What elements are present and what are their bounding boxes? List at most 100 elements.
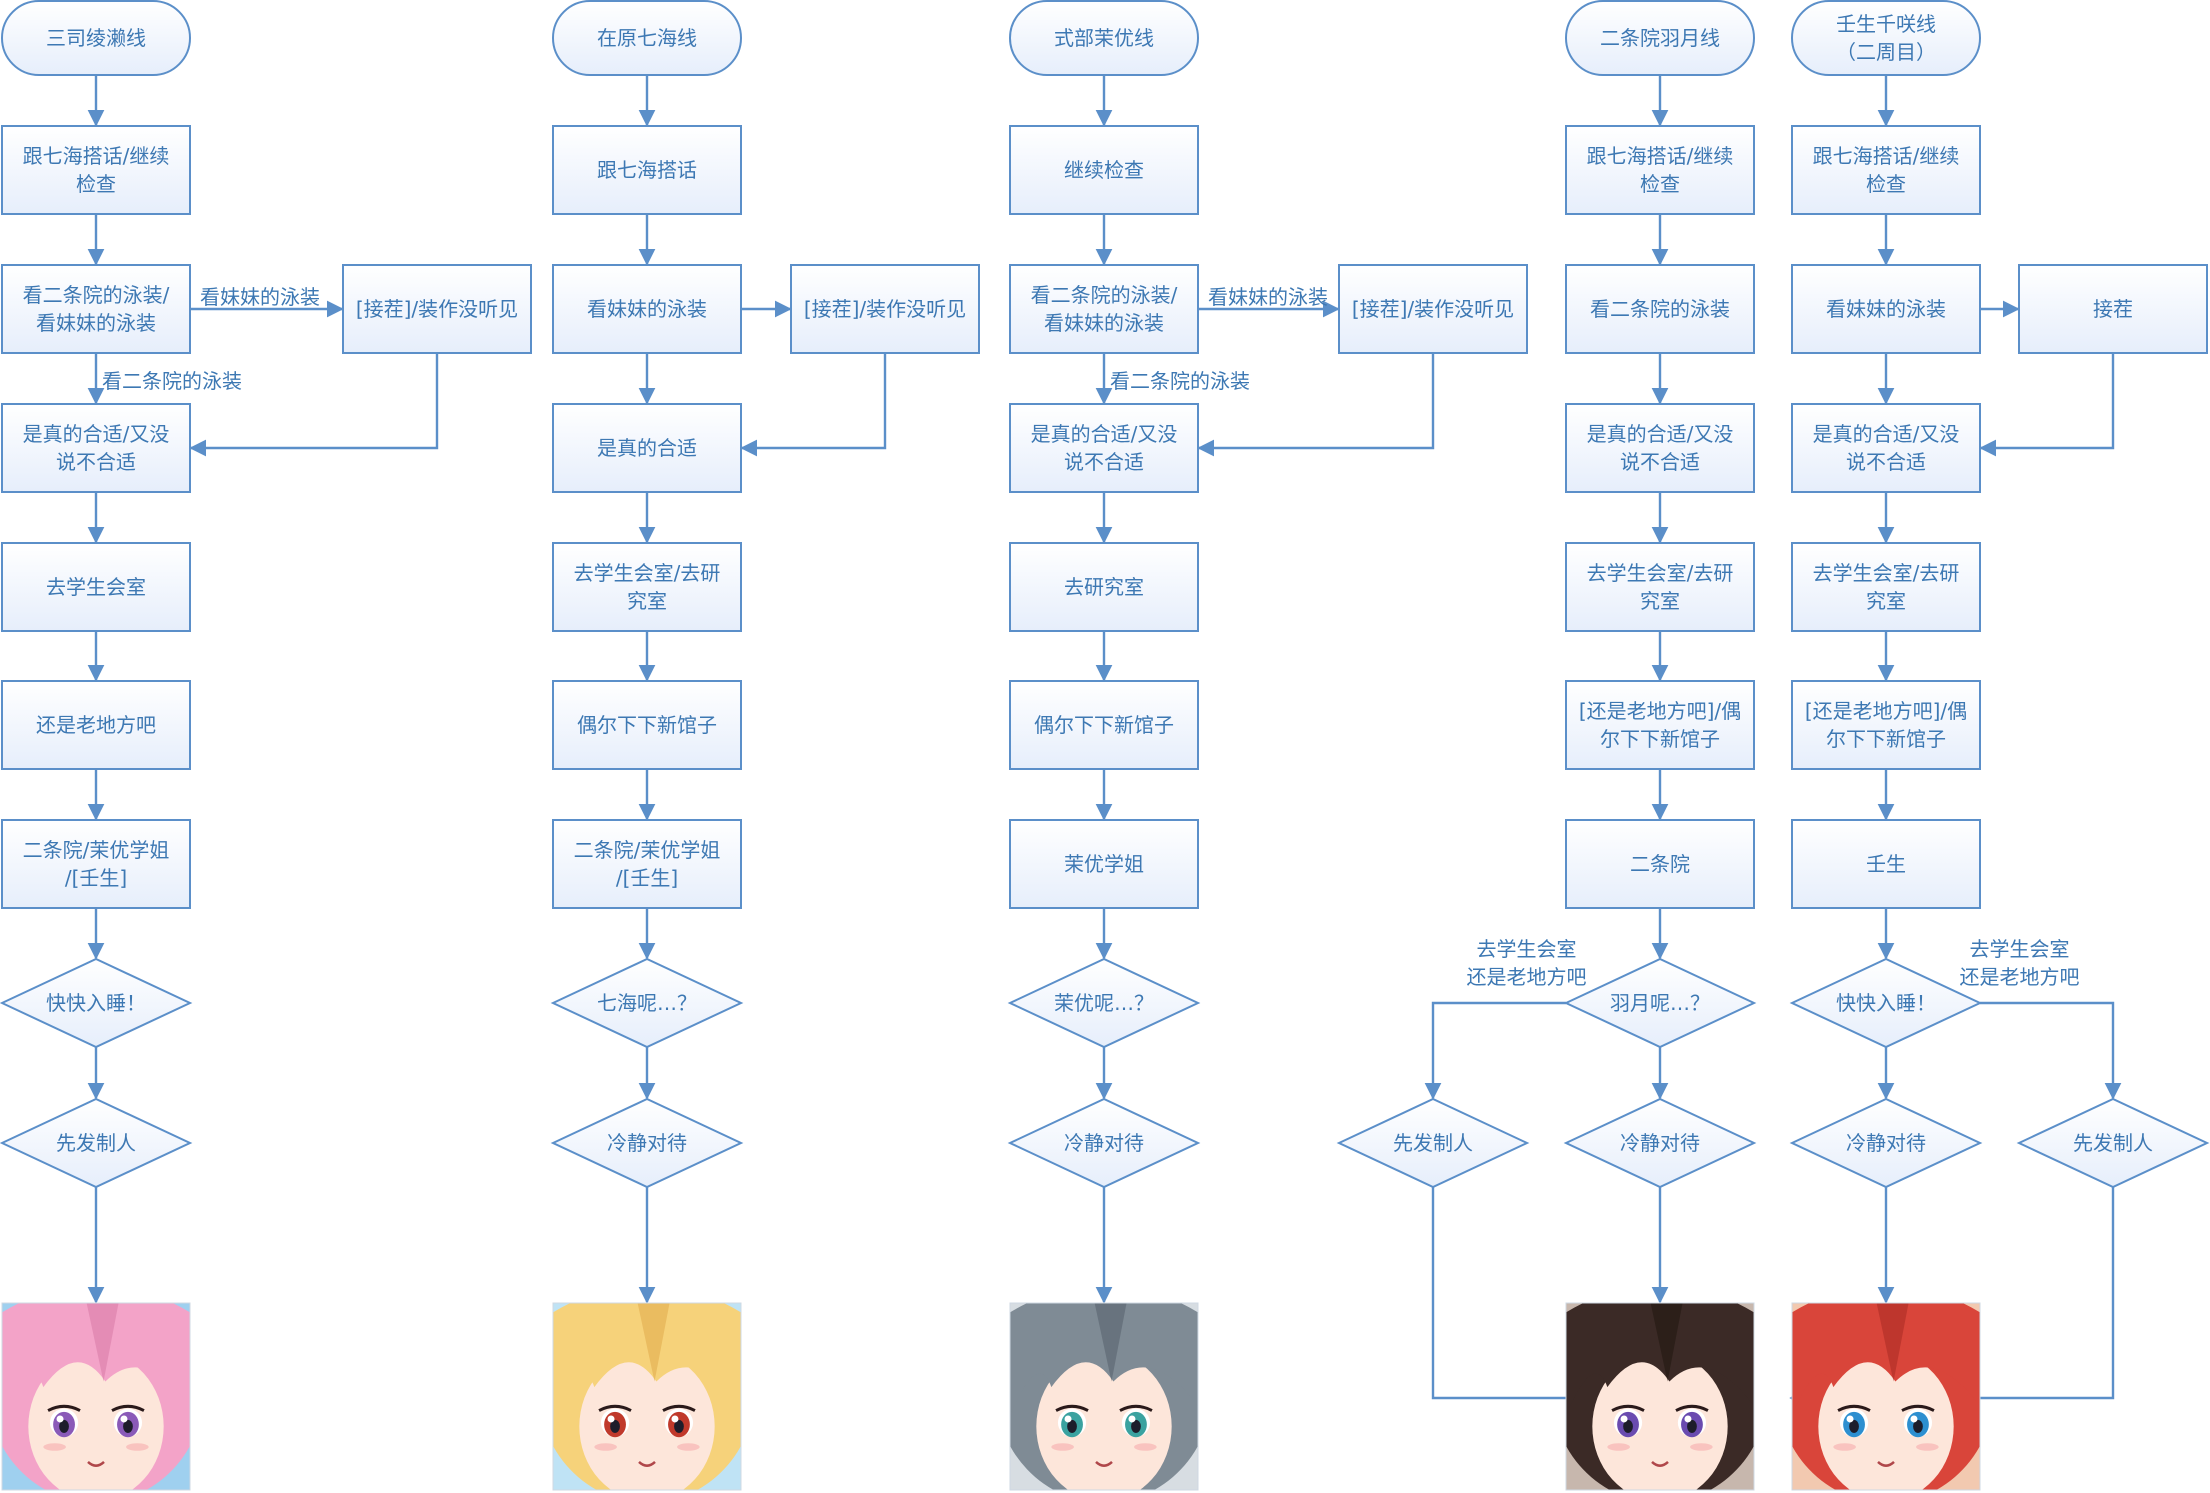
route-arihara-side-return	[740, 353, 887, 457]
route-mibu-step-1: 跟七海搭话/继续检查	[1791, 125, 1981, 215]
route-nijouin-step-4-label: 去学生会室/去研究室	[1587, 561, 1734, 613]
route-sanji-portrait	[1, 1302, 191, 1491]
route-nijouin-step-3-label: 是真的合适/又没说不合适	[1587, 422, 1734, 474]
route-sanji-decision-1-label: 快快入睡！	[46, 991, 146, 1015]
route-arihara-decision-2: 冷静对待	[550, 1097, 744, 1189]
route-nijouin-step-1-label: 跟七海搭话/继续检查	[1587, 144, 1734, 196]
route-arihara-side-box: [接茬]/装作没听见	[790, 264, 980, 354]
route-nijouin-step-5: [还是老地方吧]/偶尔下下新馆子	[1565, 680, 1755, 770]
route-shikibu-step-3: 是真的合适/又没说不合适	[1009, 403, 1199, 493]
route-sanji-step-2-label: 看二条院的泳装/看妹妹的泳装	[23, 283, 170, 335]
route-arihara-step-2: 看妹妹的泳装	[552, 264, 742, 354]
route-nijouin-decision-2-label: 冷静对待	[1620, 1131, 1700, 1155]
route-sanji-side-return	[189, 353, 439, 457]
route-arihara-step-3: 是真的合适	[552, 403, 742, 493]
route-mibu-step-5: [还是老地方吧]/偶尔下下新馆子	[1791, 680, 1981, 770]
route-sanji-side-box: [接茬]/装作没听见	[342, 264, 532, 354]
route-arihara-start-label: 在原七海线	[597, 26, 697, 50]
route-arihara-step-4: 去学生会室/去研究室	[552, 542, 742, 632]
route-sanji-step-1: 跟七海搭话/继续检查	[1, 125, 191, 215]
route-mibu-decision-2: 冷静对待	[1789, 1097, 1983, 1189]
route-arihara-decision-2-label: 冷静对待	[607, 1131, 687, 1155]
route-mibu-decision-1-label: 快快入睡！	[1836, 991, 1936, 1015]
route-sanji-step-6-label: 二条院/茉优学姐/[壬生]	[23, 838, 170, 890]
route-arihara-step-6: 二条院/茉优学姐/[壬生]	[552, 819, 742, 909]
route-shikibu-decision-1: 茉优呢…？	[1007, 957, 1201, 1049]
route-shikibu-step-6: 茉优学姐	[1009, 819, 1199, 909]
route-sanji-step-3: 是真的合适/又没说不合适	[1, 403, 191, 493]
route-sanji-step-2: 看二条院的泳装/看妹妹的泳装	[1, 264, 191, 354]
route-mibu-portrait	[1791, 1302, 1981, 1491]
route-shikibu-side-return	[1197, 353, 1435, 457]
route-sanji-start-label: 三司绫濑线	[46, 26, 146, 50]
route-arihara-step-3-label: 是真的合适	[597, 436, 697, 460]
route-mibu-step-1-label: 跟七海搭话/继续检查	[1813, 144, 1960, 196]
route-sanji-step-5: 还是老地方吧	[1, 680, 191, 770]
route-arihara-start: 在原七海线	[552, 0, 742, 76]
route-mibu-decision-2-label: 冷静对待	[1846, 1131, 1926, 1155]
route-nijouin-decision-1-label: 羽月呢…？	[1610, 991, 1710, 1015]
route-mibu-step-4-label: 去学生会室/去研究室	[1813, 561, 1960, 613]
route-nijouin-decision-2: 冷静对待	[1563, 1097, 1757, 1189]
route-nijouin-step-1: 跟七海搭话/继续检查	[1565, 125, 1755, 215]
route-shikibu-side-box: [接茬]/装作没听见	[1338, 264, 1528, 354]
route-shikibu-down-edge-label: 看二条院的泳装	[1110, 369, 1250, 393]
route-shikibu-step-4: 去研究室	[1009, 542, 1199, 632]
route-nijouin-step-6-label: 二条院	[1630, 852, 1690, 876]
route-arihara-step-6-label: 二条院/茉优学姐/[壬生]	[574, 838, 721, 890]
route-mibu-start-label: 壬生千咲线（二周目）	[1836, 12, 1936, 64]
route-mibu-branch-edge	[1980, 1001, 2122, 1100]
route-shikibu-side-box-label: [接茬]/装作没听见	[1352, 297, 1514, 321]
route-nijouin-branch-label: 去学生会室还是老地方吧	[1467, 937, 1587, 989]
route-mibu-step-2-label: 看妹妹的泳装	[1826, 297, 1946, 321]
route-mibu-step-5-label: [还是老地方吧]/偶尔下下新馆子	[1805, 699, 1967, 751]
route-nijouin-portrait	[1565, 1302, 1755, 1491]
route-sanji-step-4: 去学生会室	[1, 542, 191, 632]
route-shikibu-decision-1-label: 茉优呢…？	[1054, 991, 1154, 1015]
route-shikibu-step-5-label: 偶尔下下新馆子	[1034, 713, 1174, 737]
route-sanji-decision-1: 快快入睡！	[0, 957, 193, 1049]
route-shikibu-step-2-label: 看二条院的泳装/看妹妹的泳装	[1031, 283, 1178, 335]
route-sanji-down-edge-label: 看二条院的泳装	[102, 369, 242, 393]
route-arihara-step-5: 偶尔下下新馆子	[552, 680, 742, 770]
route-shikibu-portrait	[1009, 1302, 1199, 1491]
route-mibu-step-6-label: 壬生	[1866, 852, 1906, 876]
route-shikibu-side-edge-label: 看妹妹的泳装	[1208, 285, 1328, 309]
route-shikibu-step-2: 看二条院的泳装/看妹妹的泳装	[1009, 264, 1199, 354]
route-mibu-step-4: 去学生会室/去研究室	[1791, 542, 1981, 632]
route-nijouin-decision-1: 羽月呢…？	[1563, 957, 1757, 1049]
route-shikibu-start: 式部茉优线	[1009, 0, 1199, 76]
route-mibu-branch-decision: 先发制人	[2016, 1097, 2210, 1189]
route-nijouin-branch-edge	[1424, 1001, 1566, 1100]
route-sanji-step-5-label: 还是老地方吧	[36, 713, 156, 737]
route-mibu-start: 壬生千咲线（二周目）	[1791, 0, 1981, 76]
route-nijouin-step-4: 去学生会室/去研究室	[1565, 542, 1755, 632]
route-arihara-step-1: 跟七海搭话	[552, 125, 742, 215]
route-arihara-portrait	[552, 1302, 742, 1491]
route-sanji-side-edge-label: 看妹妹的泳装	[200, 285, 320, 309]
route-mibu-side-box: 接茬	[2018, 264, 2208, 354]
route-arihara-step-1-label: 跟七海搭话	[597, 158, 697, 182]
route-arihara-side-box-label: [接茬]/装作没听见	[804, 297, 966, 321]
route-mibu-step-2: 看妹妹的泳装	[1791, 264, 1981, 354]
route-shikibu-step-4-label: 去研究室	[1064, 575, 1144, 599]
route-nijouin-step-3: 是真的合适/又没说不合适	[1565, 403, 1755, 493]
route-sanji-side-box-label: [接茬]/装作没听见	[356, 297, 518, 321]
route-arihara-step-5-label: 偶尔下下新馆子	[577, 713, 717, 737]
route-shikibu-start-label: 式部茉优线	[1054, 26, 1154, 50]
route-sanji-decision-2: 先发制人	[0, 1097, 193, 1189]
route-sanji-step-6: 二条院/茉优学姐/[壬生]	[1, 819, 191, 909]
route-nijouin-start-label: 二条院羽月线	[1600, 26, 1720, 50]
route-mibu-branch-label: 去学生会室还是老地方吧	[1960, 937, 2080, 989]
route-shikibu-step-3-label: 是真的合适/又没说不合适	[1031, 422, 1178, 474]
route-sanji-step-4-label: 去学生会室	[46, 575, 146, 599]
route-shikibu-step-1-label: 继续检查	[1064, 158, 1144, 182]
route-sanji-step-1-label: 跟七海搭话/继续检查	[23, 144, 170, 196]
route-nijouin-start: 二条院羽月线	[1565, 0, 1755, 76]
route-mibu-step-6: 壬生	[1791, 819, 1981, 909]
route-mibu-step-3: 是真的合适/又没说不合适	[1791, 403, 1981, 493]
route-nijouin-branch-decision-label: 先发制人	[1393, 1131, 1473, 1155]
route-nijouin-step-2: 看二条院的泳装	[1565, 264, 1755, 354]
route-mibu-side-return	[1979, 353, 2115, 457]
